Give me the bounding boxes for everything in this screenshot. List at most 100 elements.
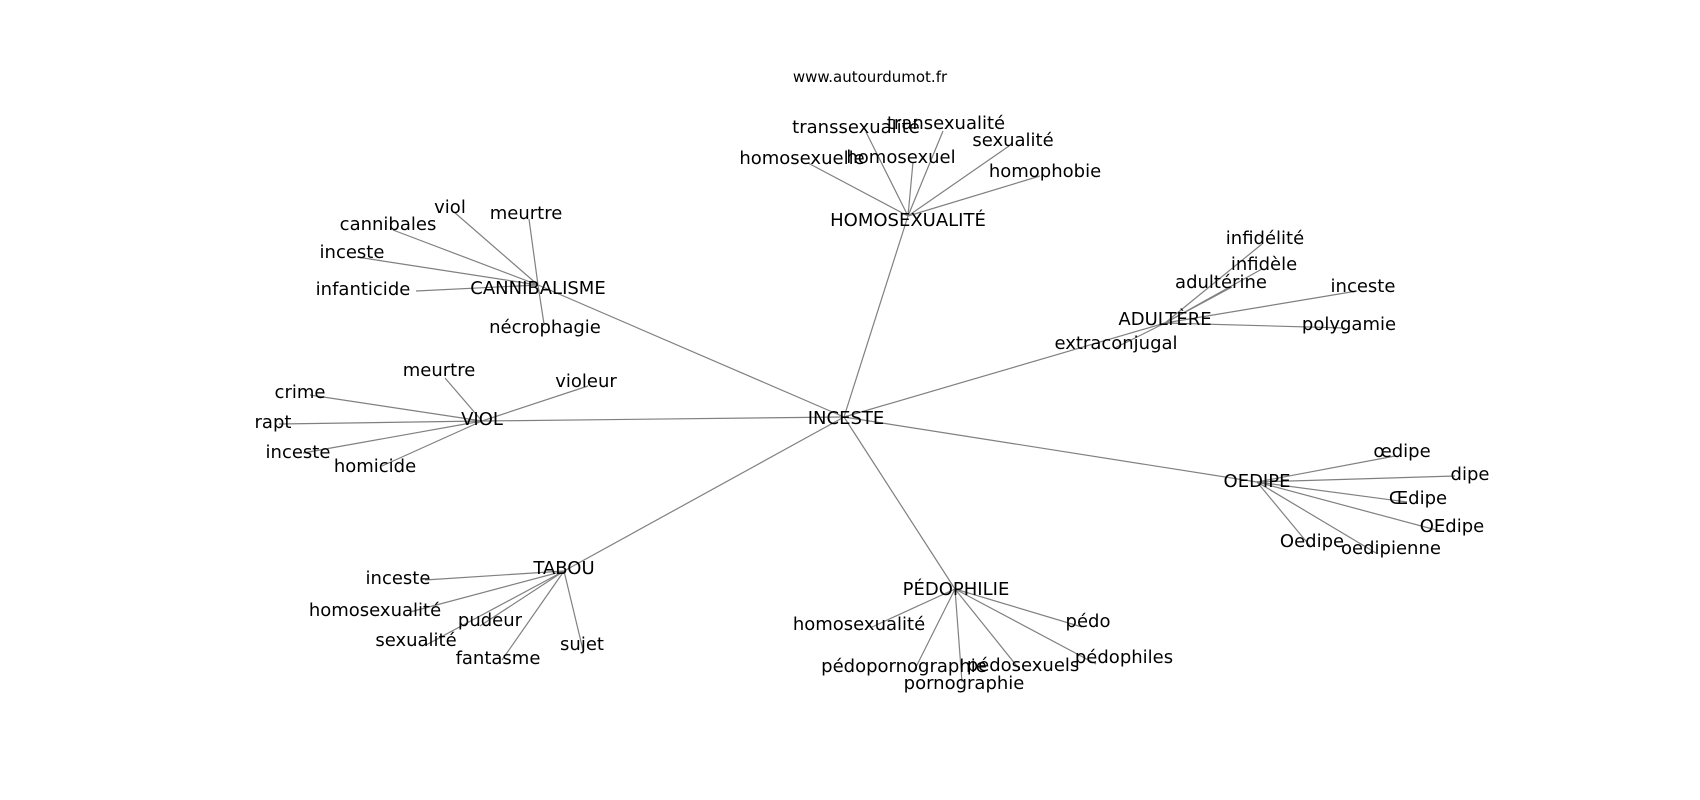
leaf-node[interactable]: sexualité <box>972 130 1053 151</box>
graph-edge <box>843 322 1166 418</box>
graph-edge <box>843 416 1258 483</box>
leaf-node[interactable]: inceste <box>320 242 385 263</box>
leaf-node[interactable]: extraconjugal <box>1054 333 1177 354</box>
leaf-node[interactable]: sujet <box>560 634 604 655</box>
graph-edge <box>392 229 539 286</box>
leaf-node[interactable]: pédosexuels <box>967 655 1080 676</box>
leaf-node[interactable]: nécrophagie <box>489 317 601 338</box>
graph-edge <box>1256 481 1377 554</box>
graph-edge <box>871 588 956 628</box>
graph-edge <box>302 420 483 454</box>
hub-node[interactable]: OEDIPE <box>1224 471 1291 492</box>
graph-edge <box>563 570 584 651</box>
graph-edge <box>1256 481 1408 503</box>
leaf-node[interactable]: dipe <box>1451 464 1490 485</box>
hub-node[interactable]: PÉDOPHILIE <box>903 578 1010 600</box>
leaf-node[interactable]: Œdipe <box>1389 488 1447 509</box>
graph-edge <box>537 284 545 325</box>
hub-node[interactable]: HOMOSEXUALITÉ <box>830 209 986 231</box>
leaf-node[interactable]: meurtre <box>490 203 563 224</box>
graph-edge <box>409 570 565 613</box>
graph-edge <box>913 588 956 672</box>
graph-edge <box>481 416 845 422</box>
leaf-node[interactable]: transexualité <box>887 113 1005 134</box>
leaf-node[interactable]: inceste <box>1331 276 1396 297</box>
leaf-node[interactable]: infidélité <box>1226 228 1304 249</box>
graph-edge <box>453 211 539 286</box>
leaf-node[interactable]: meurtre <box>403 360 476 381</box>
graph-edge <box>954 588 963 683</box>
graph-edge <box>1114 322 1166 349</box>
graph-edge <box>865 131 909 217</box>
leaf-node[interactable]: polygamie <box>1302 314 1396 335</box>
graph-edge <box>954 588 1021 671</box>
leaf-node[interactable]: violeur <box>555 371 617 392</box>
hub-node[interactable]: CANNIBALISME <box>470 278 605 299</box>
graph-edge <box>907 161 914 217</box>
leaf-node[interactable]: homophobie <box>989 161 1101 182</box>
leaf-node[interactable]: homicide <box>334 456 416 477</box>
graph-edge <box>1164 322 1346 329</box>
leaf-node[interactable]: pédo <box>1066 611 1111 632</box>
graph-edge <box>1164 243 1263 324</box>
leaf-node[interactable]: homosexualité <box>793 614 925 635</box>
graph-edge <box>356 256 539 286</box>
leaf-node[interactable]: oedipienne <box>1341 538 1441 559</box>
leaf-node[interactable]: transsexualité <box>792 117 920 138</box>
leaf-node[interactable]: OEdipe <box>1420 516 1484 537</box>
graph-edge <box>424 570 565 581</box>
hub-node[interactable]: ADULTÈRE <box>1118 308 1211 330</box>
graph-edge <box>954 588 1083 628</box>
leaf-node[interactable]: viol <box>434 197 466 218</box>
graph-edge <box>479 570 565 627</box>
graph-edge <box>843 416 956 590</box>
graph-edge <box>907 130 944 217</box>
graph-edge <box>843 215 909 418</box>
leaf-node[interactable]: homosexuelle <box>739 148 864 169</box>
leaf-node[interactable]: inceste <box>266 442 331 463</box>
graph-edge <box>415 284 539 292</box>
hub-node[interactable]: VIOL <box>461 409 503 430</box>
graph-edge <box>807 162 909 217</box>
site-label: www.autourdumot.fr <box>793 68 948 86</box>
graph-edge <box>563 416 845 572</box>
leaf-node[interactable]: sexualité <box>375 630 456 651</box>
graph-edge <box>1164 286 1233 324</box>
graph-edge <box>425 570 565 646</box>
graph-edge <box>278 420 483 425</box>
leaf-node[interactable]: fantasme <box>456 648 541 669</box>
graph-edge <box>954 588 1097 665</box>
leaf-node[interactable]: pudeur <box>458 610 523 631</box>
graph-edge <box>1256 481 1311 547</box>
graph-edge <box>481 385 589 422</box>
leaf-node[interactable]: inceste <box>366 568 431 589</box>
center-node[interactable]: INCESTE <box>808 408 885 429</box>
leaf-node[interactable]: œdipe <box>1373 441 1430 462</box>
leaf-node[interactable]: homosexualité <box>309 600 441 621</box>
graph-edge <box>501 570 565 661</box>
graph-edge <box>444 377 483 422</box>
hub-node[interactable]: TABOU <box>532 558 594 579</box>
graph-edge <box>528 218 539 286</box>
graph-edge <box>1256 475 1456 483</box>
graph-edge <box>381 420 483 467</box>
leaf-node[interactable]: infanticide <box>316 279 411 300</box>
leaf-node[interactable]: crime <box>275 382 326 403</box>
leaf-node[interactable]: pédopornographie <box>821 656 987 677</box>
leaf-node[interactable]: pédophiles <box>1075 647 1173 668</box>
leaf-node[interactable]: homosexuel <box>846 147 955 168</box>
leaf-node[interactable]: pornographie <box>904 673 1025 694</box>
graph-edge <box>1164 290 1358 324</box>
leaf-node[interactable]: Oedipe <box>1280 531 1344 552</box>
graph-edge <box>537 284 845 418</box>
leaf-node[interactable]: rapt <box>255 412 292 433</box>
graph-edge <box>907 145 1010 217</box>
graph-edge <box>1256 455 1396 483</box>
graph-edge <box>907 175 1041 217</box>
graph-edges <box>278 130 1456 683</box>
leaf-node[interactable]: cannibales <box>340 214 437 235</box>
graph-edge <box>309 394 483 422</box>
leaf-node[interactable]: adultérine <box>1175 272 1267 293</box>
leaf-node[interactable]: infidèle <box>1231 254 1297 275</box>
